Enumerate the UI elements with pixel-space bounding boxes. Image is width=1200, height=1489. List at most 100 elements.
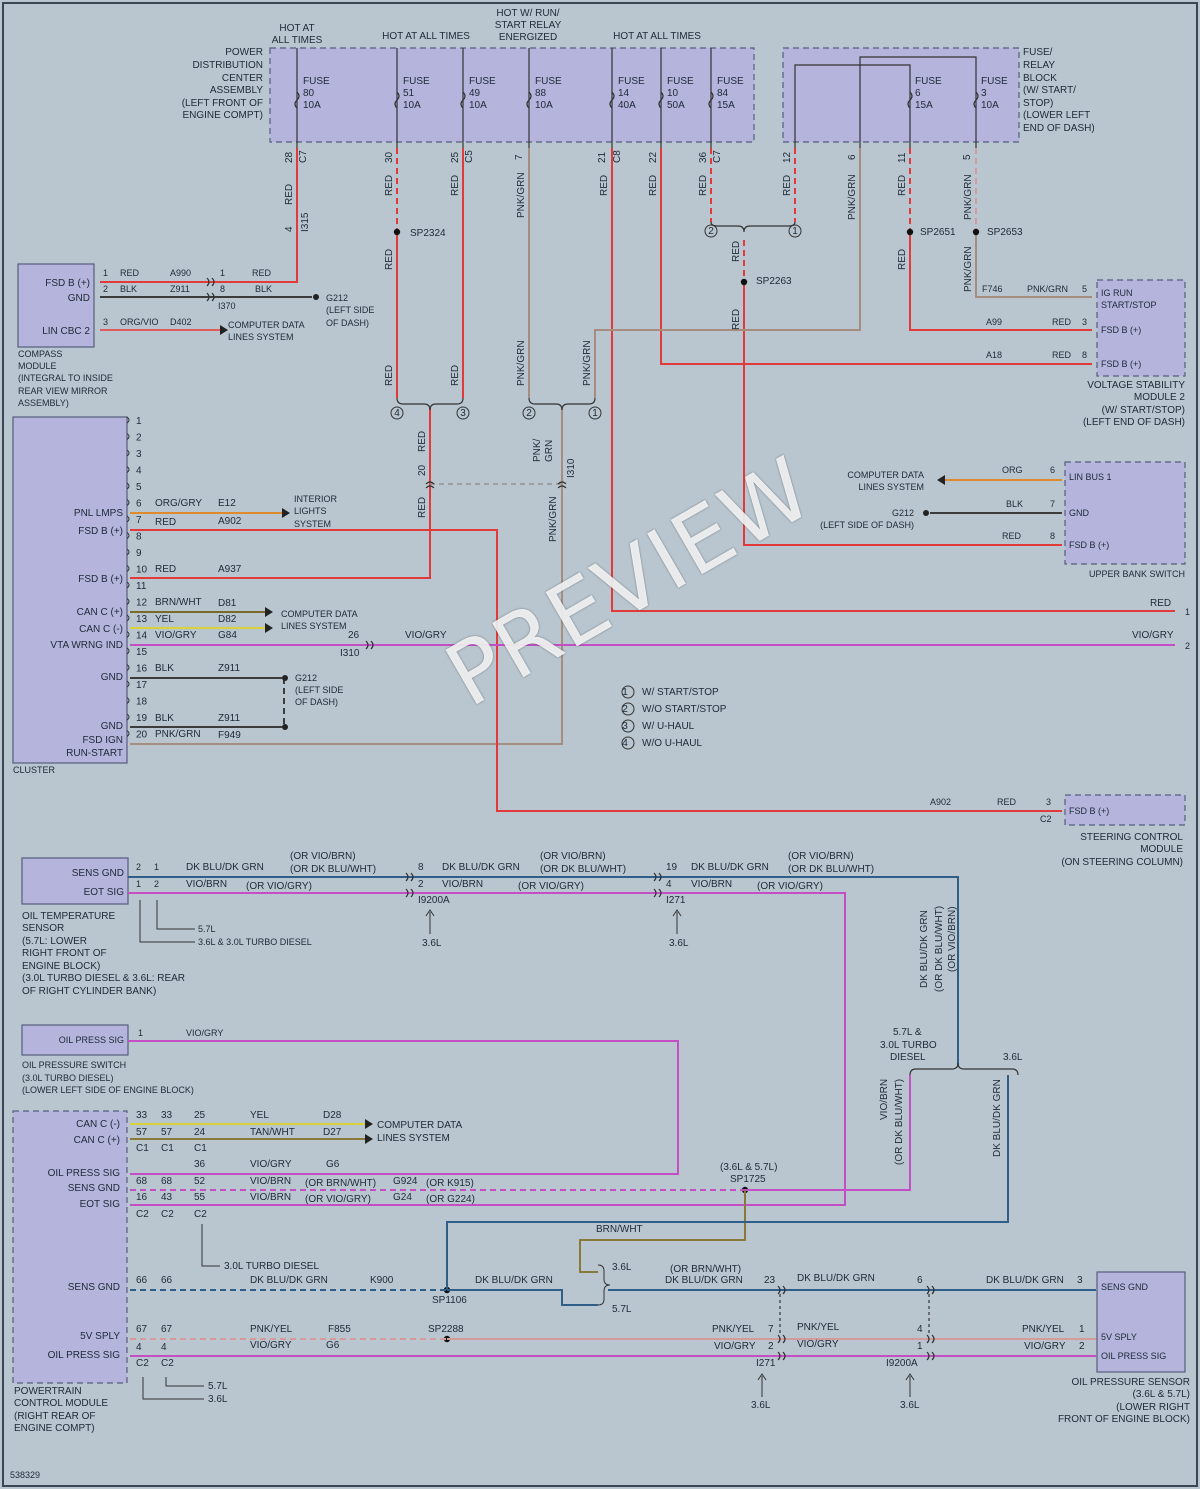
pin-num: 67 [161, 1324, 173, 1335]
pin-num: 2 [154, 879, 159, 889]
splice-label: SP2651 [920, 227, 956, 238]
ground-label: (LEFT SIDE [326, 305, 374, 315]
option-num: 2 [708, 226, 714, 237]
connector-id: C5 [464, 150, 475, 163]
wire-label: YEL [250, 1110, 269, 1121]
pin-num: 68 [161, 1176, 173, 1187]
pin-num: 2 [418, 879, 424, 890]
pin-num: 33 [161, 1110, 173, 1121]
frb-label: FUSE/ [1023, 47, 1053, 58]
circuit-id: G24 [393, 1192, 412, 1203]
frb-label: RELAY [1023, 60, 1055, 71]
inline-connectors [206, 277, 935, 1361]
pin-num: 19 [666, 862, 678, 873]
ground-icon [923, 510, 929, 516]
pin-socket-icon [126, 598, 130, 605]
wire-label: RED [155, 517, 176, 528]
pin-label: FSD B (+) [1101, 325, 1141, 335]
wire-label: (OR VIO/BRN) [788, 851, 854, 862]
circuit-id: E12 [218, 498, 236, 509]
diagram-id: 538329 [10, 1470, 40, 1480]
legend-text: W/O START/STOP [642, 704, 727, 715]
ops-label: (3.0L TURBO DIESEL) [22, 1073, 114, 1083]
pin-num: 30 [384, 151, 395, 163]
circuit-id: A902 [930, 797, 951, 807]
pin-num: 16 [136, 1192, 148, 1203]
pin-num: 36 [194, 1159, 206, 1170]
pin-label: CAN C (+) [77, 607, 123, 618]
hot-label: ENERGIZED [499, 32, 557, 43]
pin-socket-icon [126, 482, 130, 490]
pin-num: 4 [666, 879, 672, 890]
engine-label: 3.6L [208, 1394, 228, 1405]
option-circles [390, 224, 802, 750]
ground-label: G212 [892, 508, 914, 518]
circuit-id: Z911 [218, 663, 240, 674]
wire-label: VIO/GRY [714, 1341, 756, 1352]
offpage-num: 1 [1185, 607, 1190, 617]
connector-id: C2 [194, 1209, 207, 1220]
interior-label: SYSTEM [294, 519, 331, 529]
ground-icon [313, 294, 319, 300]
compass-label: (INTEGRAL TO INSIDE [18, 373, 113, 383]
pin-num: 57 [136, 1127, 148, 1138]
wire-label: VIO/GRY [797, 1339, 839, 1350]
pin-label: VTA WRNG IND [50, 640, 123, 651]
wire-red [100, 148, 298, 283]
fuse-10: FUSE 10 50A [658, 48, 694, 148]
fuse-num: 14 [618, 88, 630, 99]
wire-label: VIO/GRY [155, 630, 197, 641]
engine-label: 3.6L [900, 1400, 920, 1411]
splice-note: (3.6L & 5.7L) [720, 1162, 777, 1173]
pin-label: OIL PRESS SIG [48, 1350, 121, 1361]
fuse-49: FUSE 49 10A [460, 48, 496, 148]
fuse-num: 6 [915, 88, 921, 99]
connector-id: C2 [136, 1209, 149, 1220]
wire-label: RED [997, 797, 1017, 807]
pin-label: 5V SPLY [80, 1331, 120, 1342]
pin-num: 1 [917, 1341, 923, 1352]
pin-num: 7 [1050, 499, 1055, 509]
circuit-id: A18 [986, 350, 1002, 360]
frb-label: (W/ START/ [1023, 85, 1076, 96]
arrow-icon [282, 508, 290, 518]
fuse-icon [708, 91, 714, 109]
wire-label: BLK [155, 663, 174, 674]
hot-label: HOT AT [279, 23, 314, 34]
hot-labels: HOT AT ALL TIMES HOT AT ALL TIMES HOT W/… [272, 8, 702, 46]
wire-label: PNK/YEL [250, 1324, 293, 1335]
pin-label: FSD B (+) [45, 278, 90, 289]
wire-label: RED [155, 564, 176, 575]
pin-num: 66 [136, 1275, 148, 1286]
legend: 1 2 3 4 W/ START/STOP W/O START/STOP W/ … [622, 687, 727, 749]
wire-label: PNK/GRN [963, 246, 974, 292]
splice-label: SP1106 [432, 1295, 467, 1306]
fuse-name: FUSE [469, 76, 496, 87]
wire-label: DK BLU/DK GRN [475, 1275, 553, 1286]
wire-label: RED [897, 249, 908, 270]
oil-temperature-sensor: SENS GND EOT SIG 2 1 1 2 OIL TEMPERATURE… [21, 857, 312, 997]
ots-label: OIL TEMPERATURE [22, 911, 115, 922]
fuse-name: FUSE [618, 76, 645, 87]
pin-label: START/STOP [1101, 300, 1157, 310]
vsm-label: VOLTAGE STABILITY [1087, 380, 1185, 391]
fuse-14: FUSE 14 40A [609, 48, 645, 148]
cluster-pin-num: 11 [136, 581, 147, 592]
wire-label: (OR DK BLU/WHT) [788, 864, 874, 875]
wire-label: VIO/GRY [1024, 1341, 1066, 1352]
pin-label: RUN-START [66, 748, 123, 759]
pin-label: LIN CBC 2 [42, 326, 90, 337]
wire-label: DK BLU/DK GRN [691, 862, 769, 873]
pin-socket-icon [126, 515, 130, 523]
pin-label: GND [1069, 508, 1090, 518]
wire-label: (OR VIO/BRN) [947, 906, 958, 972]
pin-num: 4 [136, 1342, 142, 1353]
splice-label: SP2288 [428, 1324, 464, 1335]
wire-label: RED [384, 365, 395, 386]
cluster-pin-num: 1 [136, 416, 142, 427]
fuse-amp: 10A [535, 100, 553, 111]
wire-label: VIO/GRY [250, 1340, 292, 1351]
pdc-label: POWER [225, 47, 263, 58]
wire-label: VIO/GRY [405, 630, 447, 641]
pin-label: SENS GND [68, 1282, 120, 1293]
